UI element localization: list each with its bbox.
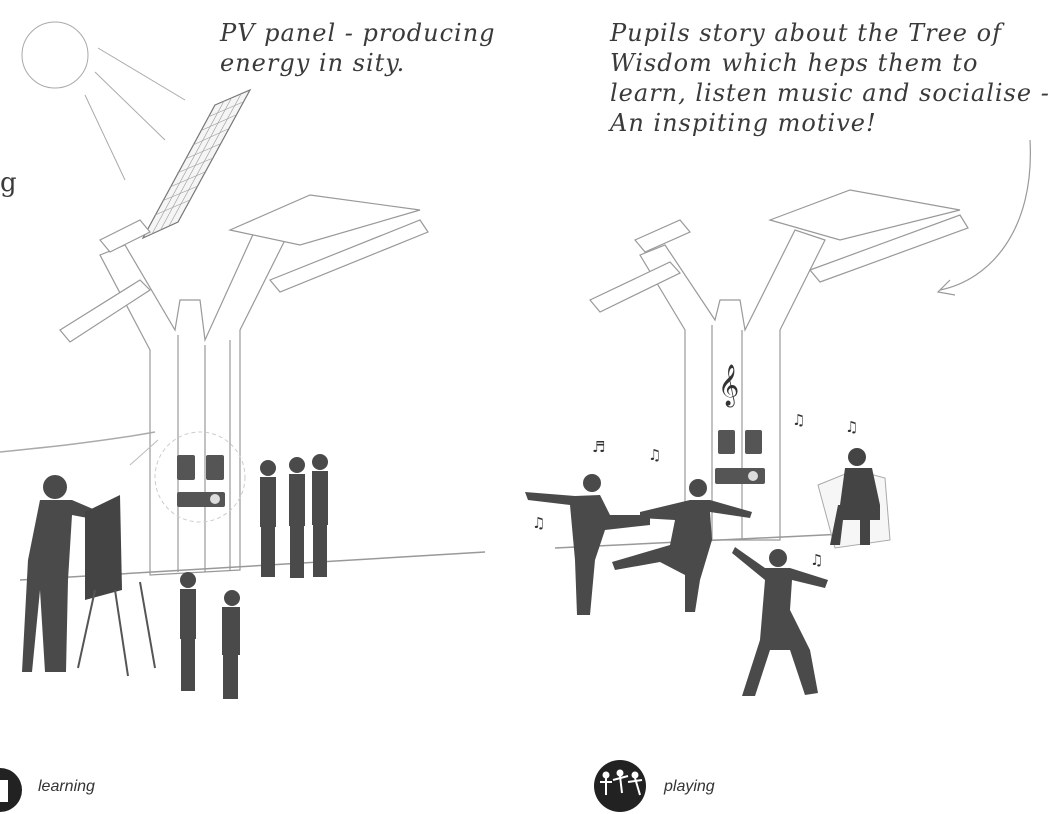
svg-text:♫: ♫ bbox=[845, 418, 858, 436]
learning-badge-icon bbox=[0, 768, 22, 812]
svg-text:♫: ♫ bbox=[648, 446, 661, 464]
seated-person-chair bbox=[818, 448, 890, 548]
svg-text:♫: ♫ bbox=[532, 514, 545, 532]
playing-caption: playing bbox=[664, 778, 715, 796]
dancers-silhouettes bbox=[525, 474, 828, 696]
svg-text:♬: ♬ bbox=[592, 438, 605, 456]
curved-arrow bbox=[940, 140, 1030, 290]
svg-text:♫: ♫ bbox=[792, 411, 805, 429]
story-annotation: Pupils story about the Tree of Wisdom wh… bbox=[610, 18, 1050, 138]
learning-caption: learning bbox=[38, 778, 95, 796]
playing-badge-icon bbox=[594, 760, 646, 812]
pointer-stroke-left bbox=[0, 432, 155, 452]
tree-of-wisdom-right bbox=[590, 190, 968, 540]
treble-clef-icon: 𝄞 bbox=[718, 364, 739, 407]
flipchart bbox=[78, 495, 155, 676]
sun-icon bbox=[22, 22, 185, 180]
solar-panel-icon bbox=[143, 90, 250, 238]
left-text-fragment: g bbox=[0, 168, 17, 198]
svg-text:♫: ♫ bbox=[810, 551, 823, 569]
pv-panel-annotation: PV panel - producing energy in sity. bbox=[220, 18, 496, 78]
